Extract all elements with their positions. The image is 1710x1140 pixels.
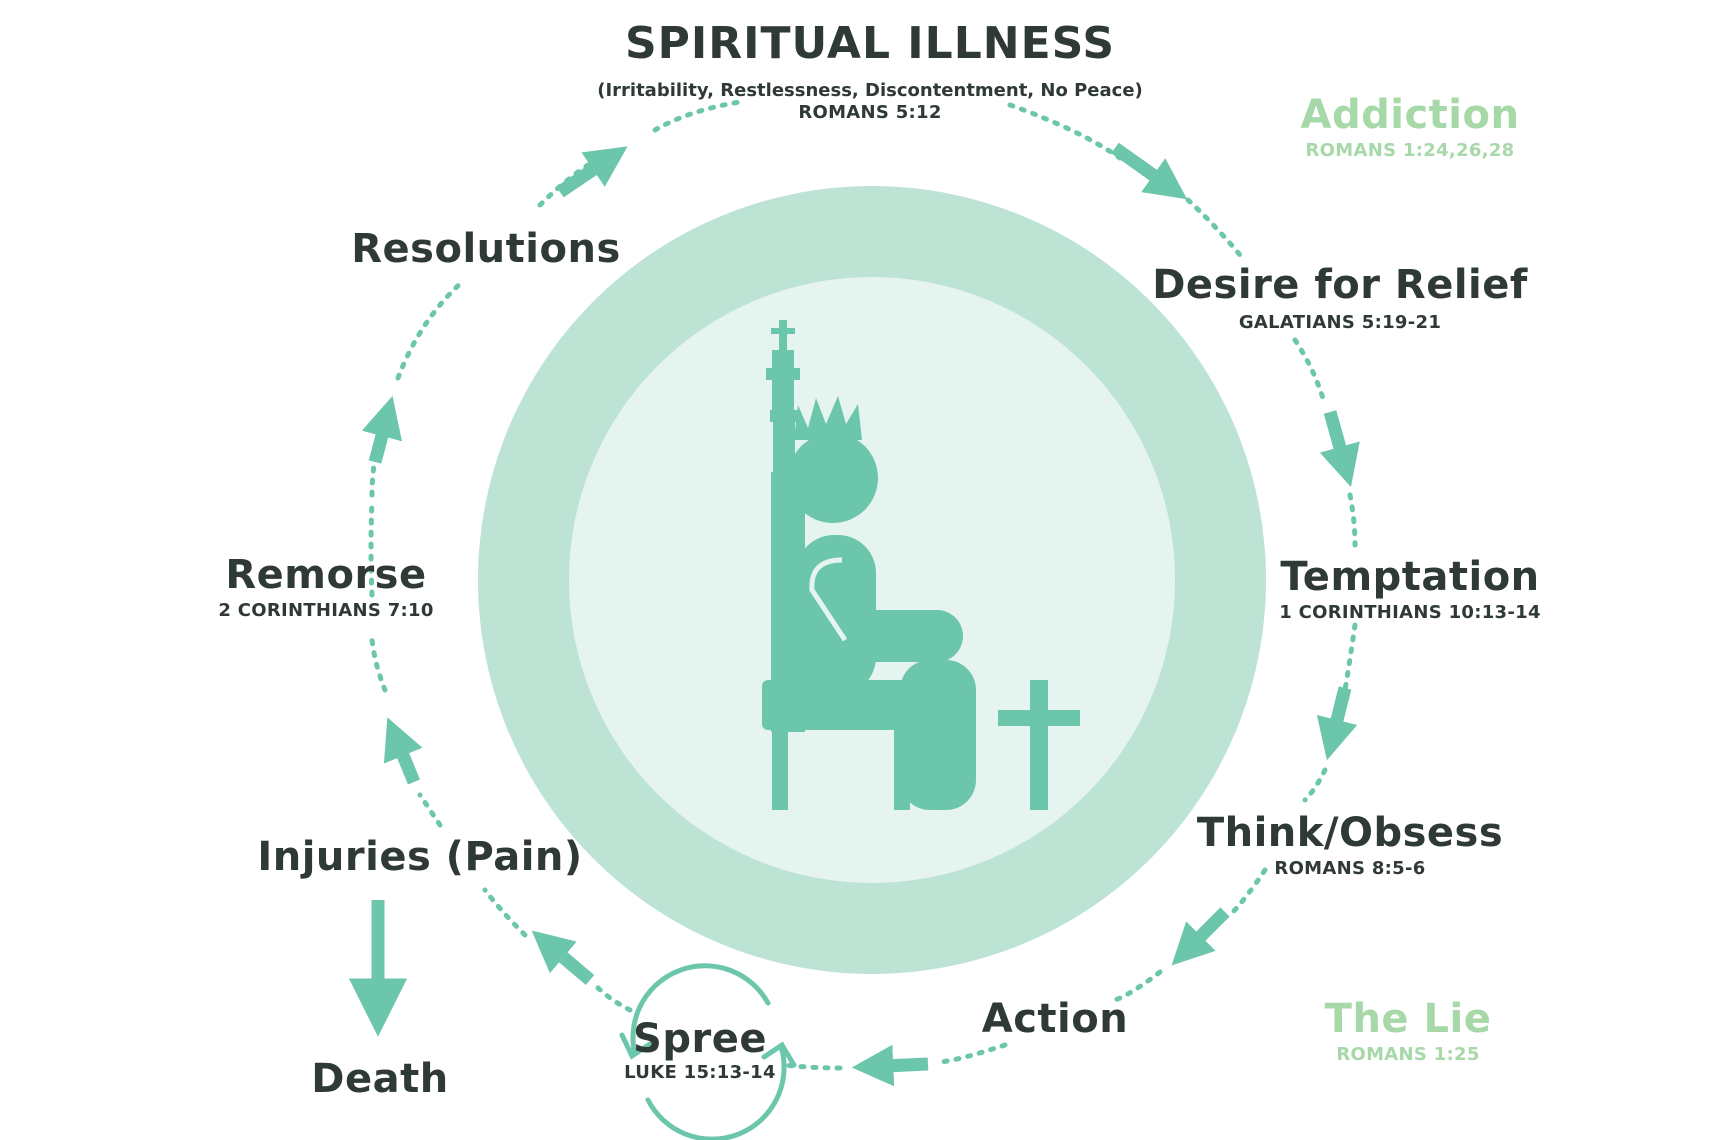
cross-icon xyxy=(998,680,1080,810)
think-ref: ROMANS 8:5-6 xyxy=(1274,858,1426,879)
arrow-to-action xyxy=(1171,907,1230,966)
remorse-ref: 2 CORINTHIANS 7:10 xyxy=(218,600,434,621)
arrow-to-spiritual-illness xyxy=(556,146,628,198)
desire-ref: GALATIANS 5:19-21 xyxy=(1238,312,1442,333)
crowned-king-icon xyxy=(788,396,976,810)
desire-label: Desire for Relief xyxy=(1152,262,1528,308)
arrow-to-spree xyxy=(851,1044,929,1087)
remorse-label: Remorse xyxy=(225,552,427,598)
think-label: Think/Obsess xyxy=(1196,810,1504,856)
temptation-label: Temptation xyxy=(1280,554,1540,600)
page-title: SPIRITUAL ILLNESS xyxy=(624,18,1116,69)
arrow-to-remorse xyxy=(383,717,423,785)
the-lie-label: The Lie xyxy=(1324,996,1492,1042)
arrow-to-injuries xyxy=(531,930,595,985)
death-label: Death xyxy=(311,1056,449,1102)
arrow-to-resolutions xyxy=(361,395,402,464)
resolutions-label: Resolutions xyxy=(351,226,621,272)
title-ref: ROMANS 5:12 xyxy=(798,102,942,123)
title-subtitle: (Irritability, Restlessness, Discontentm… xyxy=(597,80,1143,101)
spree-ref: LUKE 15:13-14 xyxy=(624,1062,776,1083)
addiction-ref: ROMANS 1:24,26,28 xyxy=(1305,140,1515,161)
temptation-ref: 1 CORINTHIANS 10:13-14 xyxy=(1279,602,1541,623)
spree-label: Spree xyxy=(633,1016,767,1062)
throne-icon xyxy=(762,320,922,810)
arrow-to-think xyxy=(1316,686,1358,761)
arrow-to-desire xyxy=(1111,142,1188,200)
cycle-arrows xyxy=(348,142,1360,1087)
cycle-arrows-icon xyxy=(619,963,797,1140)
the-lie-ref: ROMANS 1:25 xyxy=(1336,1044,1480,1065)
arrow-to-temptation xyxy=(1319,410,1360,488)
action-label: Action xyxy=(981,996,1129,1042)
addiction-label: Addiction xyxy=(1300,92,1520,138)
injuries-label: Injuries (Pain) xyxy=(257,834,583,880)
